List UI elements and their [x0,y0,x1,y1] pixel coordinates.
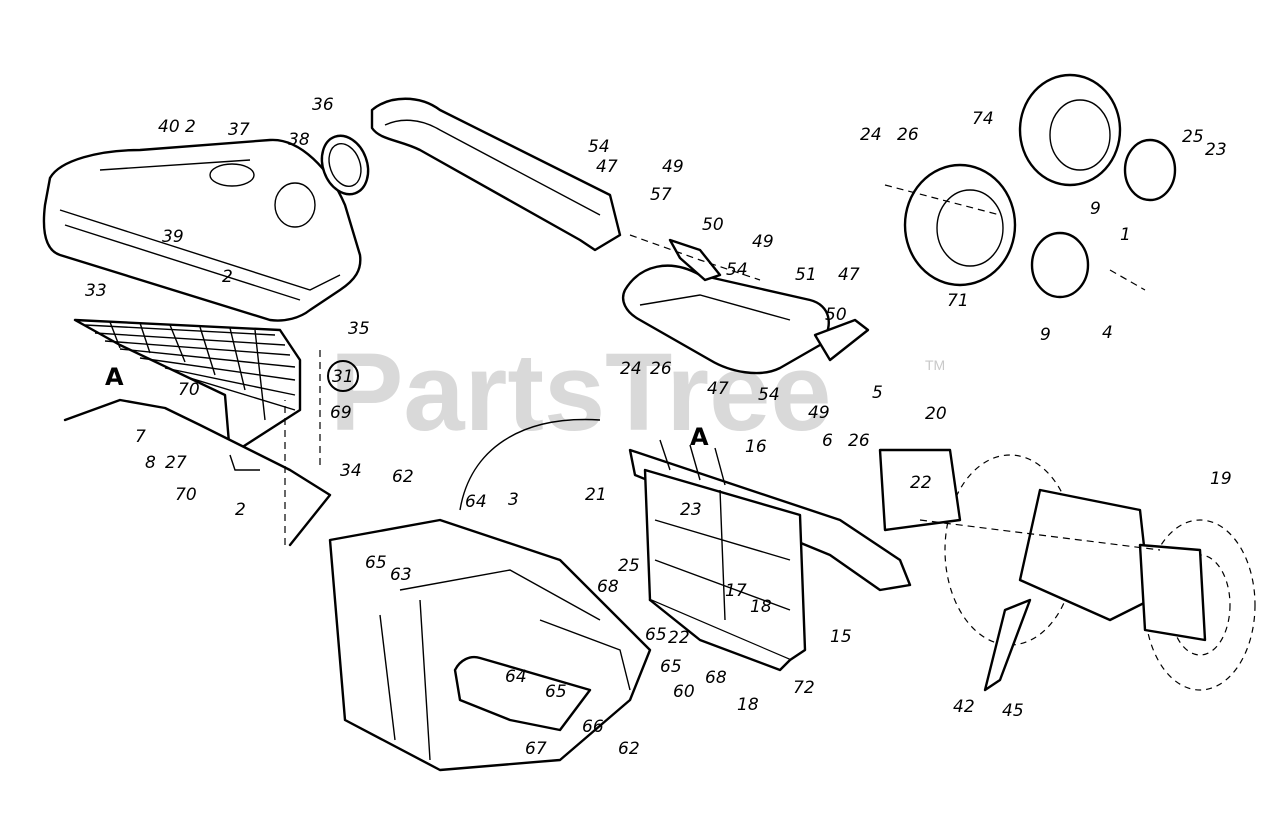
part-label: 24 [860,125,882,145]
part-label: 62 [392,467,414,487]
part-label: 8 [145,453,156,473]
part-label: 49 [662,157,684,177]
part-label: 34 [340,461,362,481]
part-label: 62 [618,739,640,759]
part-label: 65 [660,657,682,677]
part-label: 6 [822,431,833,451]
part-label: 35 [348,319,370,339]
wheels-upper [903,73,1177,299]
part-label: 2 [185,117,196,137]
part-label: 54 [726,260,748,280]
part-label: 45 [1002,701,1024,721]
part-label: 39 [162,227,184,247]
view-marker-a-2: A [690,423,709,451]
bag-screen [73,318,302,457]
part-label: 40 [158,117,180,137]
part-label: 25 [618,556,640,576]
part-label: 23 [680,500,702,520]
part-label: 20 [925,404,947,424]
part-label: 64 [505,667,527,687]
part-label: 64 [465,492,487,512]
part-label: 16 [745,437,767,457]
discharge-tube [370,97,622,252]
part-label: 70 [178,380,200,400]
part-label: 18 [737,695,759,715]
part-label: 71 [947,291,969,311]
group-callout-circle [327,360,359,392]
part-label: 24 [620,359,642,379]
part-label: 65 [365,553,387,573]
part-label: 74 [972,109,994,129]
watermark-trademark: TM [925,357,945,373]
part-label: 26 [848,431,870,451]
gasket [320,134,370,196]
part-label: 54 [758,385,780,405]
part-label: 65 [545,682,567,702]
part-label: 22 [910,473,932,493]
bag-cover [42,138,362,322]
part-label: 33 [85,281,107,301]
part-label: 37 [228,120,250,140]
part-label: 49 [808,403,830,423]
part-label: 47 [596,157,618,177]
part-label: 15 [830,627,852,647]
part-label: 3 [508,490,519,510]
part-label: 49 [752,232,774,252]
part-label: 51 [795,265,817,285]
part-label: 19 [1210,469,1232,489]
frame [628,439,912,672]
part-label: 22 [668,628,690,648]
part-label: 1 [1120,225,1131,245]
part-label: 21 [585,485,607,505]
part-label: 9 [1040,325,1051,345]
part-label: 68 [597,577,619,597]
part-label: 57 [650,185,672,205]
part-label: 4 [1102,323,1113,343]
part-label: 72 [793,678,815,698]
part-label: 18 [750,597,772,617]
grass-bag [328,518,652,772]
group-callout: 31 [332,367,354,387]
part-label: 67 [525,739,547,759]
part-label: 5 [872,383,883,403]
part-label: 2 [222,267,233,287]
view-marker-a: A [105,363,124,391]
part-label: 2 [235,500,246,520]
part-label: 7 [135,427,146,447]
part-label: 69 [330,403,352,423]
part-label: 54 [588,137,610,157]
part-label: 38 [288,130,310,150]
part-label: 26 [897,125,919,145]
part-label: 25 [1182,127,1204,147]
part-label: 9 [1090,199,1101,219]
tractor-wheel [878,448,1256,692]
part-label: 26 [650,359,672,379]
part-label: 50 [702,215,724,235]
part-label: 47 [838,265,860,285]
part-label: 60 [673,682,695,702]
part-label: 63 [390,565,412,585]
part-label: 65 [645,625,667,645]
part-label: 70 [175,485,197,505]
part-label: 23 [1205,140,1227,160]
part-label: 68 [705,668,727,688]
part-label: 66 [582,717,604,737]
part-label: 42 [953,697,975,717]
part-label: 27 [165,453,187,473]
part-label: 17 [725,581,747,601]
part-label: 36 [312,95,334,115]
part-label: 50 [825,305,847,325]
part-label: 47 [707,379,729,399]
